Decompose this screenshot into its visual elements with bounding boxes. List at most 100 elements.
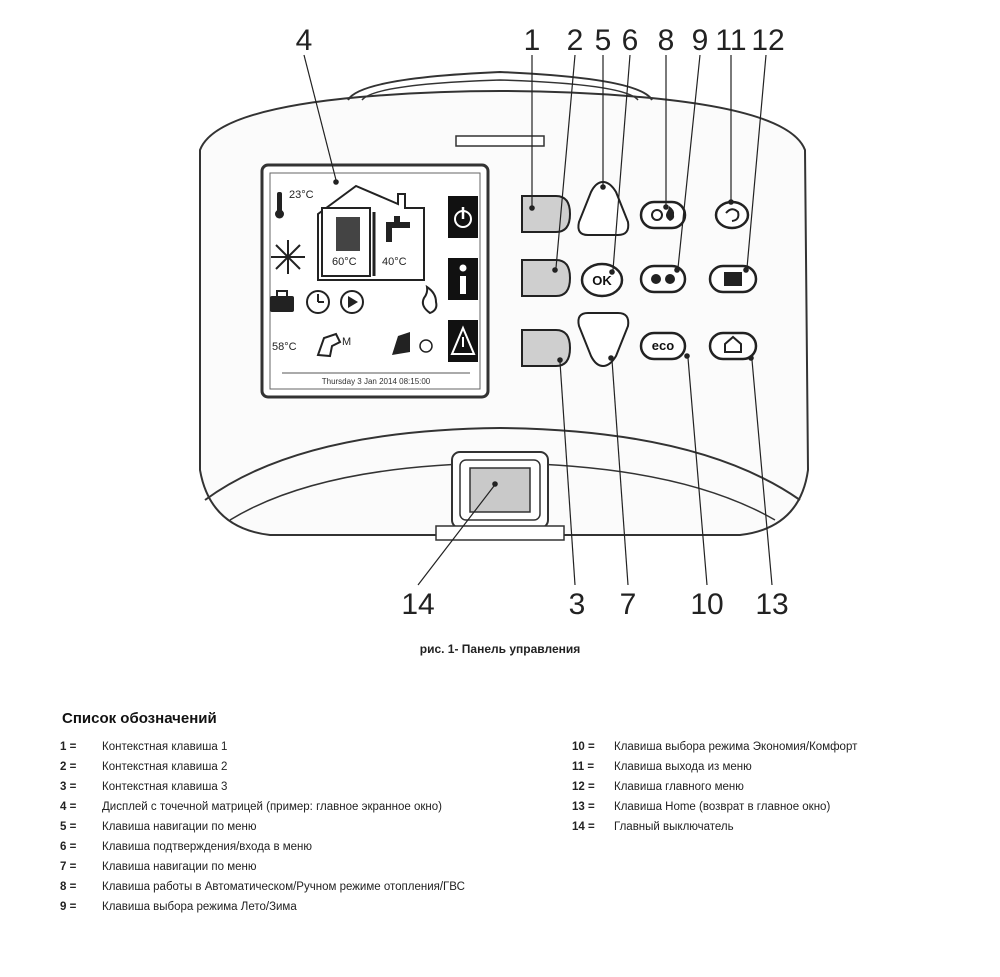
svg-text:M: M	[342, 336, 351, 348]
snow-small-icon	[665, 274, 675, 284]
nav-up-key[interactable]	[577, 180, 630, 236]
exit-menu-key[interactable]	[714, 200, 750, 230]
legend-num: 11 =	[572, 761, 595, 773]
legend-num: 2 =	[60, 761, 77, 773]
legend-num: 5 =	[60, 821, 77, 833]
context-key-2[interactable]	[521, 259, 572, 297]
clock-small-icon	[651, 209, 663, 221]
summer-winter-key[interactable]	[639, 264, 687, 294]
legend-num: 6 =	[60, 841, 77, 853]
dot-matrix-display: 23°C 60°C 40°C	[260, 163, 490, 399]
svg-text:eco: eco	[652, 338, 674, 353]
callout-9: 9	[692, 24, 709, 57]
legend-text: Клавиша Home (возврат в главное окно)	[614, 801, 831, 813]
drop-small-icon	[666, 206, 675, 221]
legend-num: 8 =	[60, 881, 77, 893]
legend-num: 12 =	[572, 781, 595, 793]
legend-text: Клавиша работы в Автоматическом/Ручном р…	[102, 881, 465, 893]
thermometer-icon	[275, 192, 284, 219]
legend-text: Клавиша выбора режима Экономия/Комфорт	[614, 741, 858, 753]
callout-4: 4	[296, 24, 313, 57]
top-handle	[347, 70, 653, 101]
outdoor-temperature: 58°C	[272, 341, 297, 353]
callout-8: 8	[658, 24, 675, 57]
legend-item: 4 = Дисплей с точечной матрицей (пример: …	[60, 800, 500, 814]
ok-key[interactable]: OK	[580, 262, 624, 298]
room-temperature: 23°C	[289, 189, 314, 201]
callout-13: 13	[755, 588, 788, 620]
heating-temperature: 60°C	[332, 256, 357, 268]
callout-3: 3	[569, 588, 586, 620]
legend-item: 9 = Клавиша выбора режима Лето/Зима	[60, 900, 500, 914]
legend-num: 13 =	[572, 801, 595, 813]
warning-softkey-icon	[448, 320, 478, 362]
legend-text: Клавиша подтверждения/входа в меню	[102, 841, 313, 853]
legend-item: 7 =Клавиша навигации по меню	[60, 860, 500, 874]
dhw-temperature: 40°C	[382, 256, 407, 268]
callout-5: 5	[595, 24, 612, 57]
legend-num: 3 =	[60, 781, 77, 793]
legend-text: Клавиша выхода из меню	[614, 761, 752, 773]
callout-6: 6	[622, 24, 639, 57]
legend-num: 4 =	[60, 801, 77, 813]
context-key-1[interactable]	[521, 195, 572, 233]
legend-num: 1 =	[60, 741, 77, 753]
menu-square-icon	[724, 272, 742, 286]
home-icon	[724, 335, 742, 353]
house-icon	[317, 184, 425, 281]
callout-11: 11	[715, 24, 746, 57]
lower-band	[204, 426, 801, 501]
legend-text: Клавиша навигации по меню	[102, 821, 257, 833]
legend-item: 11 = Клавиша выхода из меню	[572, 760, 982, 774]
legend-item: 6 = Клавиша подтверждения/входа в меню	[60, 840, 500, 854]
hand-manual-icon: M	[316, 332, 351, 358]
callout-2: 2	[567, 24, 584, 57]
legend-title: Список обозначений	[62, 710, 217, 727]
legend-num: 7 =	[60, 861, 77, 873]
main-menu-key[interactable]	[708, 264, 758, 294]
nav-down-key[interactable]	[577, 312, 630, 368]
legend-item: 10 = Клавиша выбора режима Экономия/Комфо…	[572, 740, 982, 754]
play-icon	[340, 290, 364, 314]
tap-icon	[386, 216, 410, 242]
legend-item: 3 =Контекстная клавиша 3	[60, 780, 500, 794]
eco-comfort-key[interactable]: eco	[639, 331, 687, 361]
power-softkey-icon	[448, 196, 478, 238]
leader-lines	[303, 54, 773, 586]
legend-item: 5 = Клавиша навигации по меню	[60, 820, 500, 834]
legend-text: Клавиша главного меню	[614, 781, 744, 793]
auto-manual-key[interactable]	[639, 200, 687, 230]
callout-1: 1	[524, 24, 541, 57]
legend-text: Контекстная клавиша 2	[102, 761, 228, 773]
display-date: Thursday 3 Jan 2014 08:15:00	[322, 377, 431, 386]
flame-icon	[421, 284, 438, 315]
context-key-3[interactable]	[521, 329, 572, 367]
callout-10: 10	[690, 588, 723, 620]
legend-item: 13 = Клавиша Home (возврат в главное окно…	[572, 800, 982, 814]
control-panel-diagram: 23°C 60°C 40°C	[199, 24, 810, 620]
clock-icon	[306, 290, 330, 314]
legend-text: Клавиша выбора режима Лето/Зима	[102, 901, 297, 913]
legend-item: 1 = Контекстная клавиша 1	[60, 740, 500, 754]
legend-item: 2 = Контекстная клавиша 2	[60, 760, 500, 774]
legend-num: 9 =	[60, 901, 77, 913]
legend-text: Главный выключатель	[614, 821, 734, 833]
sun-small-icon	[651, 274, 661, 284]
legend-num: 14 =	[572, 821, 595, 833]
callout-7: 7	[620, 588, 637, 620]
legend-num: 10 =	[572, 741, 595, 753]
legend-right-column: 10 = Клавиша выбора режима Экономия/Комфо…	[572, 740, 982, 840]
legend-text: Дисплей с точечной матрицей (пример: гла…	[102, 801, 442, 813]
legend-item: 12 = Клавиша главного меню	[572, 780, 982, 794]
main-switch[interactable]	[435, 451, 565, 541]
svg-text:OK: OK	[592, 273, 612, 288]
home-key[interactable]	[708, 331, 758, 361]
back-arrow-icon	[725, 208, 740, 222]
legend-item: 14 = Главный выключатель	[572, 820, 982, 834]
handle-slot	[455, 135, 545, 147]
legend-item: 8 = Клавиша работы в Автоматическом/Ручно…	[60, 880, 500, 894]
info-softkey-icon	[448, 258, 478, 300]
callout-14: 14	[401, 588, 434, 620]
legend-text: Контекстная клавиша 1	[102, 741, 228, 753]
figure-caption: рис. 1- Панель управления	[419, 642, 581, 656]
